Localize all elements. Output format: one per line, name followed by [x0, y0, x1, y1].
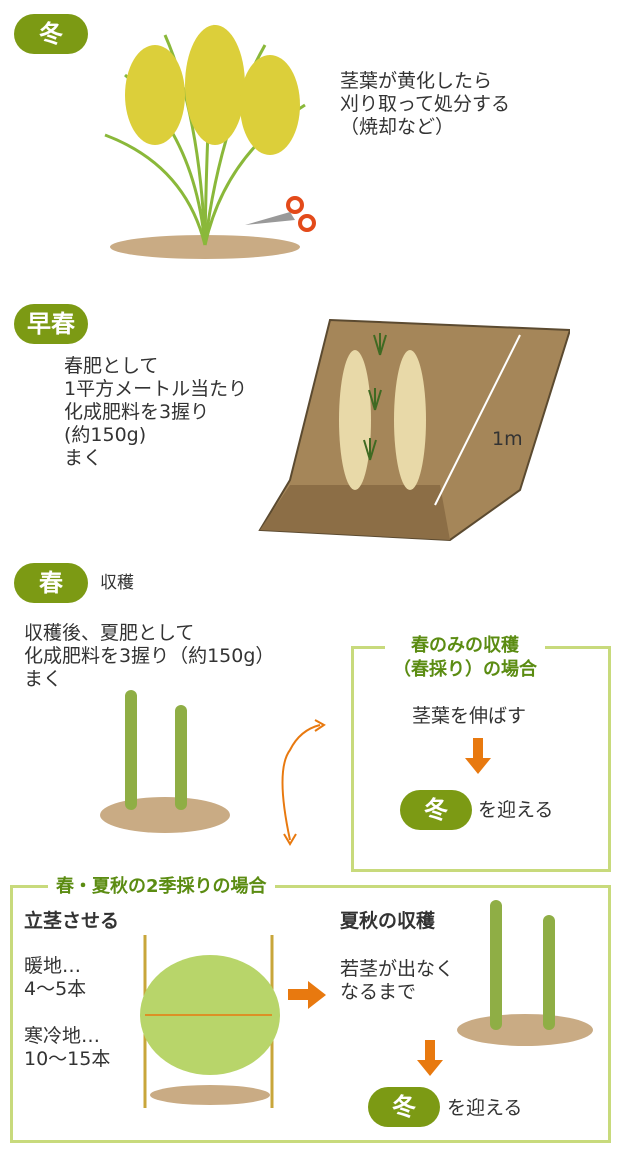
down-arrow-icon [465, 738, 491, 774]
early-spring-instructions: 春肥として 1平方メートル当たり 化成肥料を3握り (約150g) まく [64, 355, 248, 469]
spring-instructions: 収穫後、夏肥として 化成肥料を3握り（約150g） まく [24, 622, 275, 690]
right-arrow-icon [288, 981, 326, 1009]
cold-region-text: 寒冷地… 10〜15本 [24, 1025, 111, 1070]
stand-label: 立茎させる [24, 910, 120, 932]
spring-badge: 春 [14, 563, 88, 603]
asparagus-spears-summer-illustration [457, 900, 593, 1046]
garden-bed-illustration [258, 318, 570, 542]
bed-width-label: 1m [492, 428, 523, 450]
asparagus-spears-illustration [100, 690, 230, 833]
winter-badge: 冬 [14, 14, 88, 54]
warm-region-text: 暖地… 4〜5本 [24, 955, 87, 1000]
two-season-title: 春・夏秋の2季採りの場合 [48, 875, 275, 899]
spring-only-title: 春のみの収穫 （春採り）の場合 [385, 634, 545, 682]
spring-harvest-label: 収穫 [100, 573, 134, 593]
winter-badge-two-season: 冬 [368, 1087, 440, 1127]
two-season-end: を迎える [447, 1097, 523, 1119]
down-arrow-icon-2 [417, 1040, 443, 1076]
summer-harvest-text: 若茎が出なく なるまで [340, 958, 455, 1003]
spring-only-end: を迎える [478, 799, 554, 821]
winter-badge-spring-only: 冬 [400, 790, 472, 830]
winter-instructions: 茎葉が黄化したら 刈り取って処分する （焼却など） [340, 70, 511, 138]
early-spring-badge: 早春 [14, 304, 88, 344]
branch-arrows [281, 719, 326, 846]
staked-plant-illustration [140, 935, 280, 1108]
summer-harvest-label: 夏秋の収穫 [340, 910, 436, 932]
yellowed-plant-illustration [104, 24, 316, 259]
spring-only-step: 茎葉を伸ばす [412, 705, 527, 727]
two-season-panel [10, 885, 611, 1143]
